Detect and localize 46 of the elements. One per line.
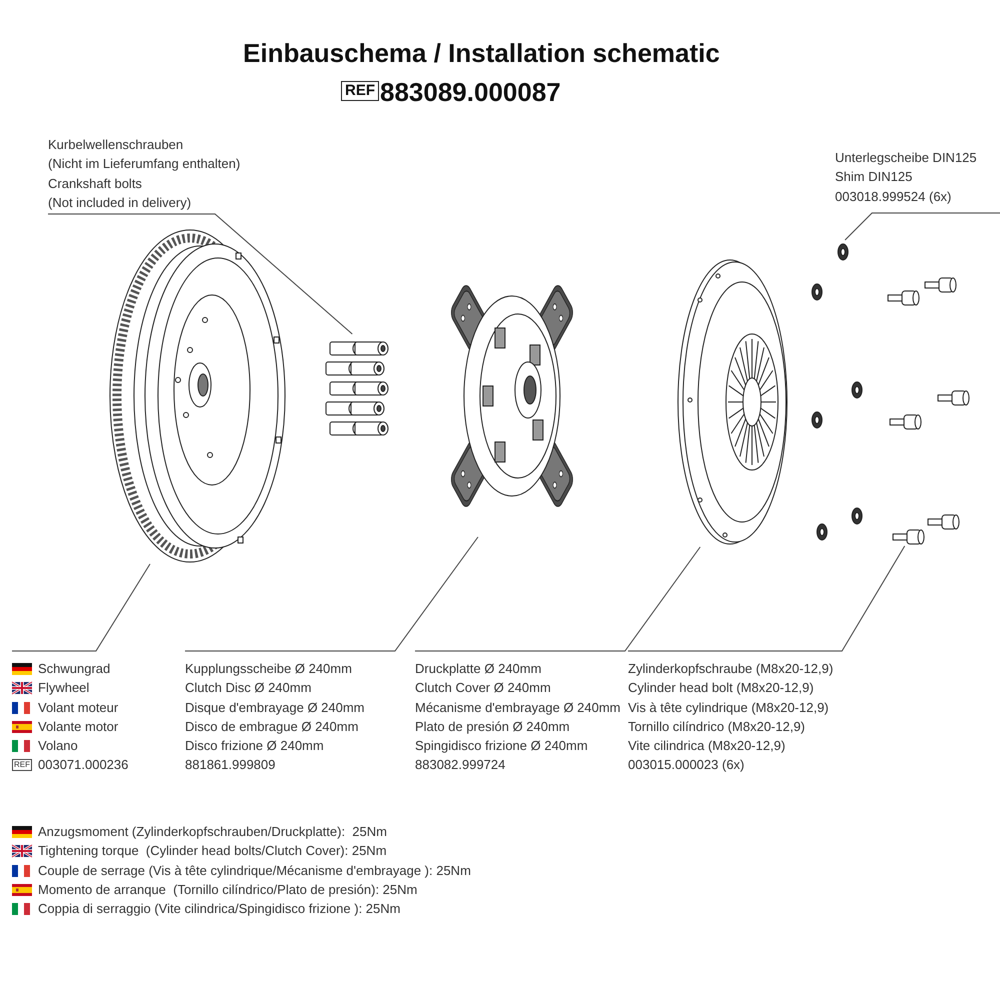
part-label: Disco frizione Ø 240mm (185, 737, 325, 756)
part-number: 883082.999724 (415, 756, 506, 774)
diagram-title: Einbauschema / Installation schematic (243, 38, 720, 69)
torque-note: Coppia di serraggio (Vite cilindrica/Spingidisco frizione ): 25Nm (38, 900, 400, 918)
part-label: Vis à tête cylindrique (M8x20-12,9) (628, 698, 830, 717)
part-label: Crankshaft bolts (48, 174, 143, 193)
part-label: Zylinderkopfschraube (M8x20-12,9) (628, 660, 834, 678)
part-label: Volant moteur (38, 698, 120, 717)
leader-line (12, 564, 150, 652)
leader-line (48, 214, 353, 334)
part-label: Disco de embrague Ø 240mm (185, 718, 360, 736)
part-label: Mécanisme d'embrayage Ø 240mm (415, 698, 622, 717)
part-label: Clutch Disc Ø 240mm (185, 679, 312, 698)
part-label: Druckplatte Ø 240mm (415, 660, 542, 678)
torque-note: Couple de serrage (Vis à tête cylindrique/Mécanisme d'embrayage ): 25Nm (38, 862, 471, 880)
part-label: (Nicht im Lieferumfang enthalten) (48, 155, 242, 174)
part-label: Vite cilindrica (M8x20-12,9) (628, 737, 786, 756)
part-label: Volante motor (38, 718, 120, 736)
part-label: Spingidisco frizione Ø 240mm (415, 737, 589, 756)
ref-tag: REF (12, 759, 32, 771)
part-label: Schwungrad (38, 660, 112, 678)
reference-number: 883089.000087 (380, 77, 561, 108)
part-label: Cylinder head bolt (M8x20-12,9) (628, 679, 815, 698)
part-label: Plato de presión Ø 240mm (415, 718, 571, 736)
leader-line (844, 212, 1000, 240)
torque-note: Anzugsmoment (Zylinderkopfschrauben/Druckplatte): 25Nm (38, 823, 387, 841)
part-label: Volano (38, 737, 79, 756)
leader-line (184, 536, 478, 652)
part-label: Clutch Cover Ø 240mm (415, 679, 552, 698)
part-label: Disque d'embrayage Ø 240mm (185, 698, 366, 717)
part-label: Kurbelwellenschrauben (48, 136, 184, 154)
leader-line (628, 546, 906, 652)
torque-note: Momento de arranque (Tornillo cilíndrico/Plato de presión): 25Nm (38, 880, 418, 899)
part-label: Tornillo cilíndrico (M8x20-12,9) (628, 718, 806, 736)
torque-note: Tightening torque (Cylinder head bolts/Clutch Cover): 25Nm (38, 842, 387, 860)
part-label: 003018.999524 (6x) (835, 188, 952, 206)
part-label: Flywheel (38, 679, 90, 698)
part-number: 003015.000023 (6x) (628, 756, 746, 774)
ref-tag: REF (341, 81, 379, 101)
part-label: Shim DIN125 (835, 168, 914, 186)
part-label: Kupplungsscheibe Ø 240mm (185, 660, 353, 678)
part-label: (Not included in delivery) (48, 194, 192, 212)
leader-line (414, 546, 701, 652)
part-number: 881861.999809 (185, 756, 276, 774)
part-number: 003071.000236 (38, 756, 130, 774)
part-label: Unterlegscheibe DIN125 (835, 149, 978, 167)
